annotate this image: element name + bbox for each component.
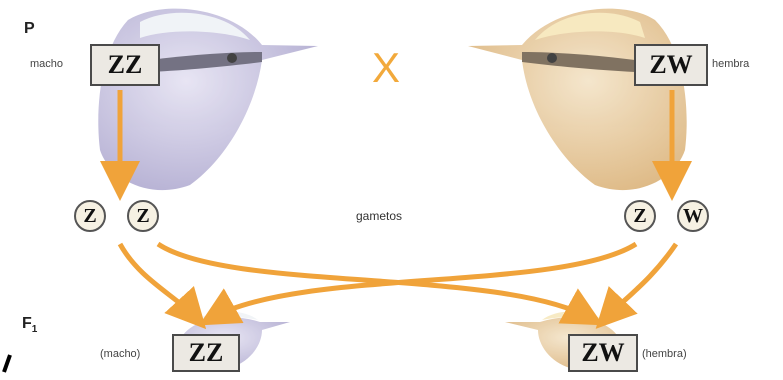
- female-parent-label: hembra: [712, 58, 749, 70]
- offspring-male-genotype: ZZ: [172, 334, 240, 372]
- offspring-female-genotype: ZW: [568, 334, 638, 372]
- female-bird-image: [468, 9, 687, 191]
- male-gamete-1: Z: [74, 200, 106, 232]
- gametes-label: gametos: [356, 209, 402, 223]
- generation-f1-label: F1: [22, 315, 37, 335]
- male-parent-label: macho: [30, 58, 63, 70]
- male-bird-image: [98, 9, 318, 191]
- offspring-female-label: (hembra): [642, 348, 687, 360]
- generation-p-label: P: [24, 20, 35, 38]
- cross-symbol: X: [372, 44, 400, 92]
- arrow-gamete3-to-zz: [212, 244, 636, 318]
- male-gamete-2: Z: [127, 200, 159, 232]
- arrow-gamete2-to-zw: [158, 244, 590, 318]
- female-parent-genotype: ZW: [634, 44, 708, 86]
- corner-mark: [4, 355, 10, 372]
- offspring-male-label: (macho): [100, 348, 140, 360]
- female-gamete-2: W: [677, 200, 709, 232]
- male-parent-genotype: ZZ: [90, 44, 160, 86]
- female-gamete-1: Z: [624, 200, 656, 232]
